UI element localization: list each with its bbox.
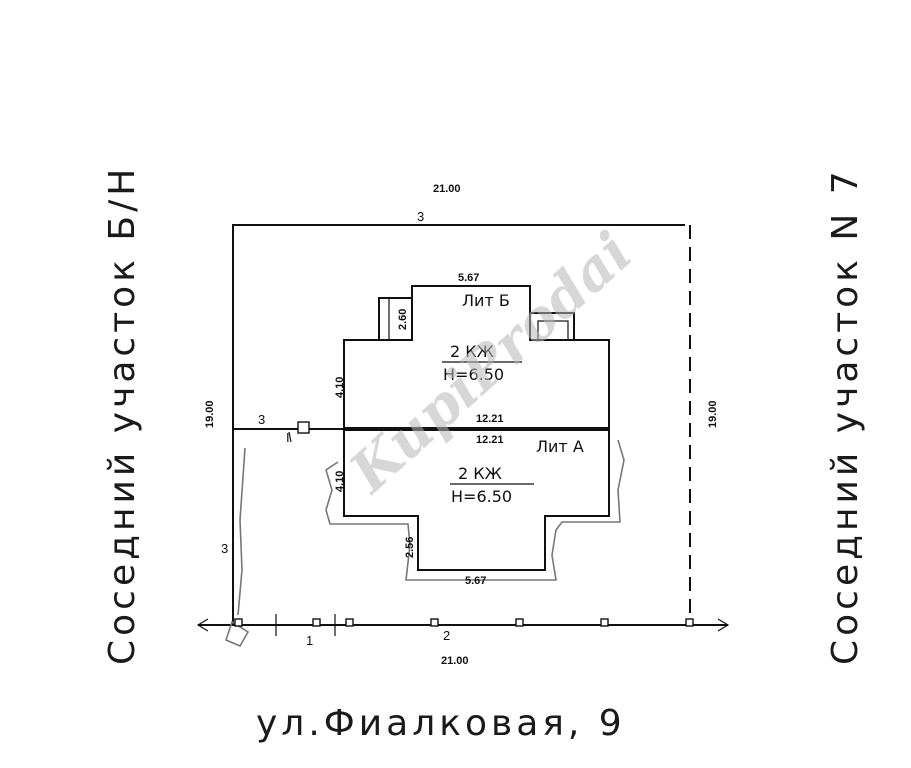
segment-top: 3 [417,209,424,224]
building-b-title: Лит Б [462,291,510,310]
building-a-height: H=6.50 [451,487,512,506]
dim-a-depth: 4.10 [334,471,346,492]
post [234,618,243,627]
building-a-outline [343,429,610,571]
plot-boundary [232,224,685,625]
bottom-arrow-left [196,618,209,632]
fence-around-a [325,439,625,581]
post [600,618,609,627]
bottom-posts [234,614,694,636]
building-b-stair-right-inner [537,320,569,341]
post [515,618,524,627]
building-a-title: Лит А [536,437,584,456]
dim-bottom: 21.00 [441,655,469,667]
building-b-floors: 2 КЖ [450,342,494,361]
dim-mid-lower: 12.21 [476,434,504,446]
post [345,618,354,627]
post [685,618,694,627]
gate-tick [288,431,292,443]
segment-mark-i: I [286,430,290,445]
dim-top: 21.00 [433,183,461,195]
post [430,618,439,627]
corner-mark [225,620,250,648]
gate-marker [297,421,310,434]
post [312,618,321,627]
fence-line [237,447,246,616]
dim-b-depth: 4.10 [334,377,346,398]
dim-a-step: 2.56 [404,537,416,558]
dim-a-width: 5.67 [465,575,486,587]
dim-b-stair: 2.60 [397,309,409,330]
dim-right: 19.00 [707,400,719,428]
segment-bottom-2: 2 [443,628,450,643]
street-label: ул.Фиалковая, 9 [256,703,626,744]
building-b-height: H=6.50 [443,365,504,384]
building-b-stair-left-inner [388,297,413,341]
left-neighbor-label: Соседний участок Б/Н [102,165,143,665]
segment-left-outer: 3 [221,541,228,556]
bottom-arrow-right [717,618,730,632]
segment-left-inner: 3 [258,412,265,427]
right-neighbor-label: Соседний участок N 7 [825,167,866,665]
dim-mid-upper: 12.21 [476,413,504,425]
segment-bottom-1: 1 [306,633,313,648]
building-a-floors: 2 КЖ [458,464,502,483]
dim-left: 19.00 [204,400,216,428]
dim-b-width: 5.67 [458,272,479,284]
